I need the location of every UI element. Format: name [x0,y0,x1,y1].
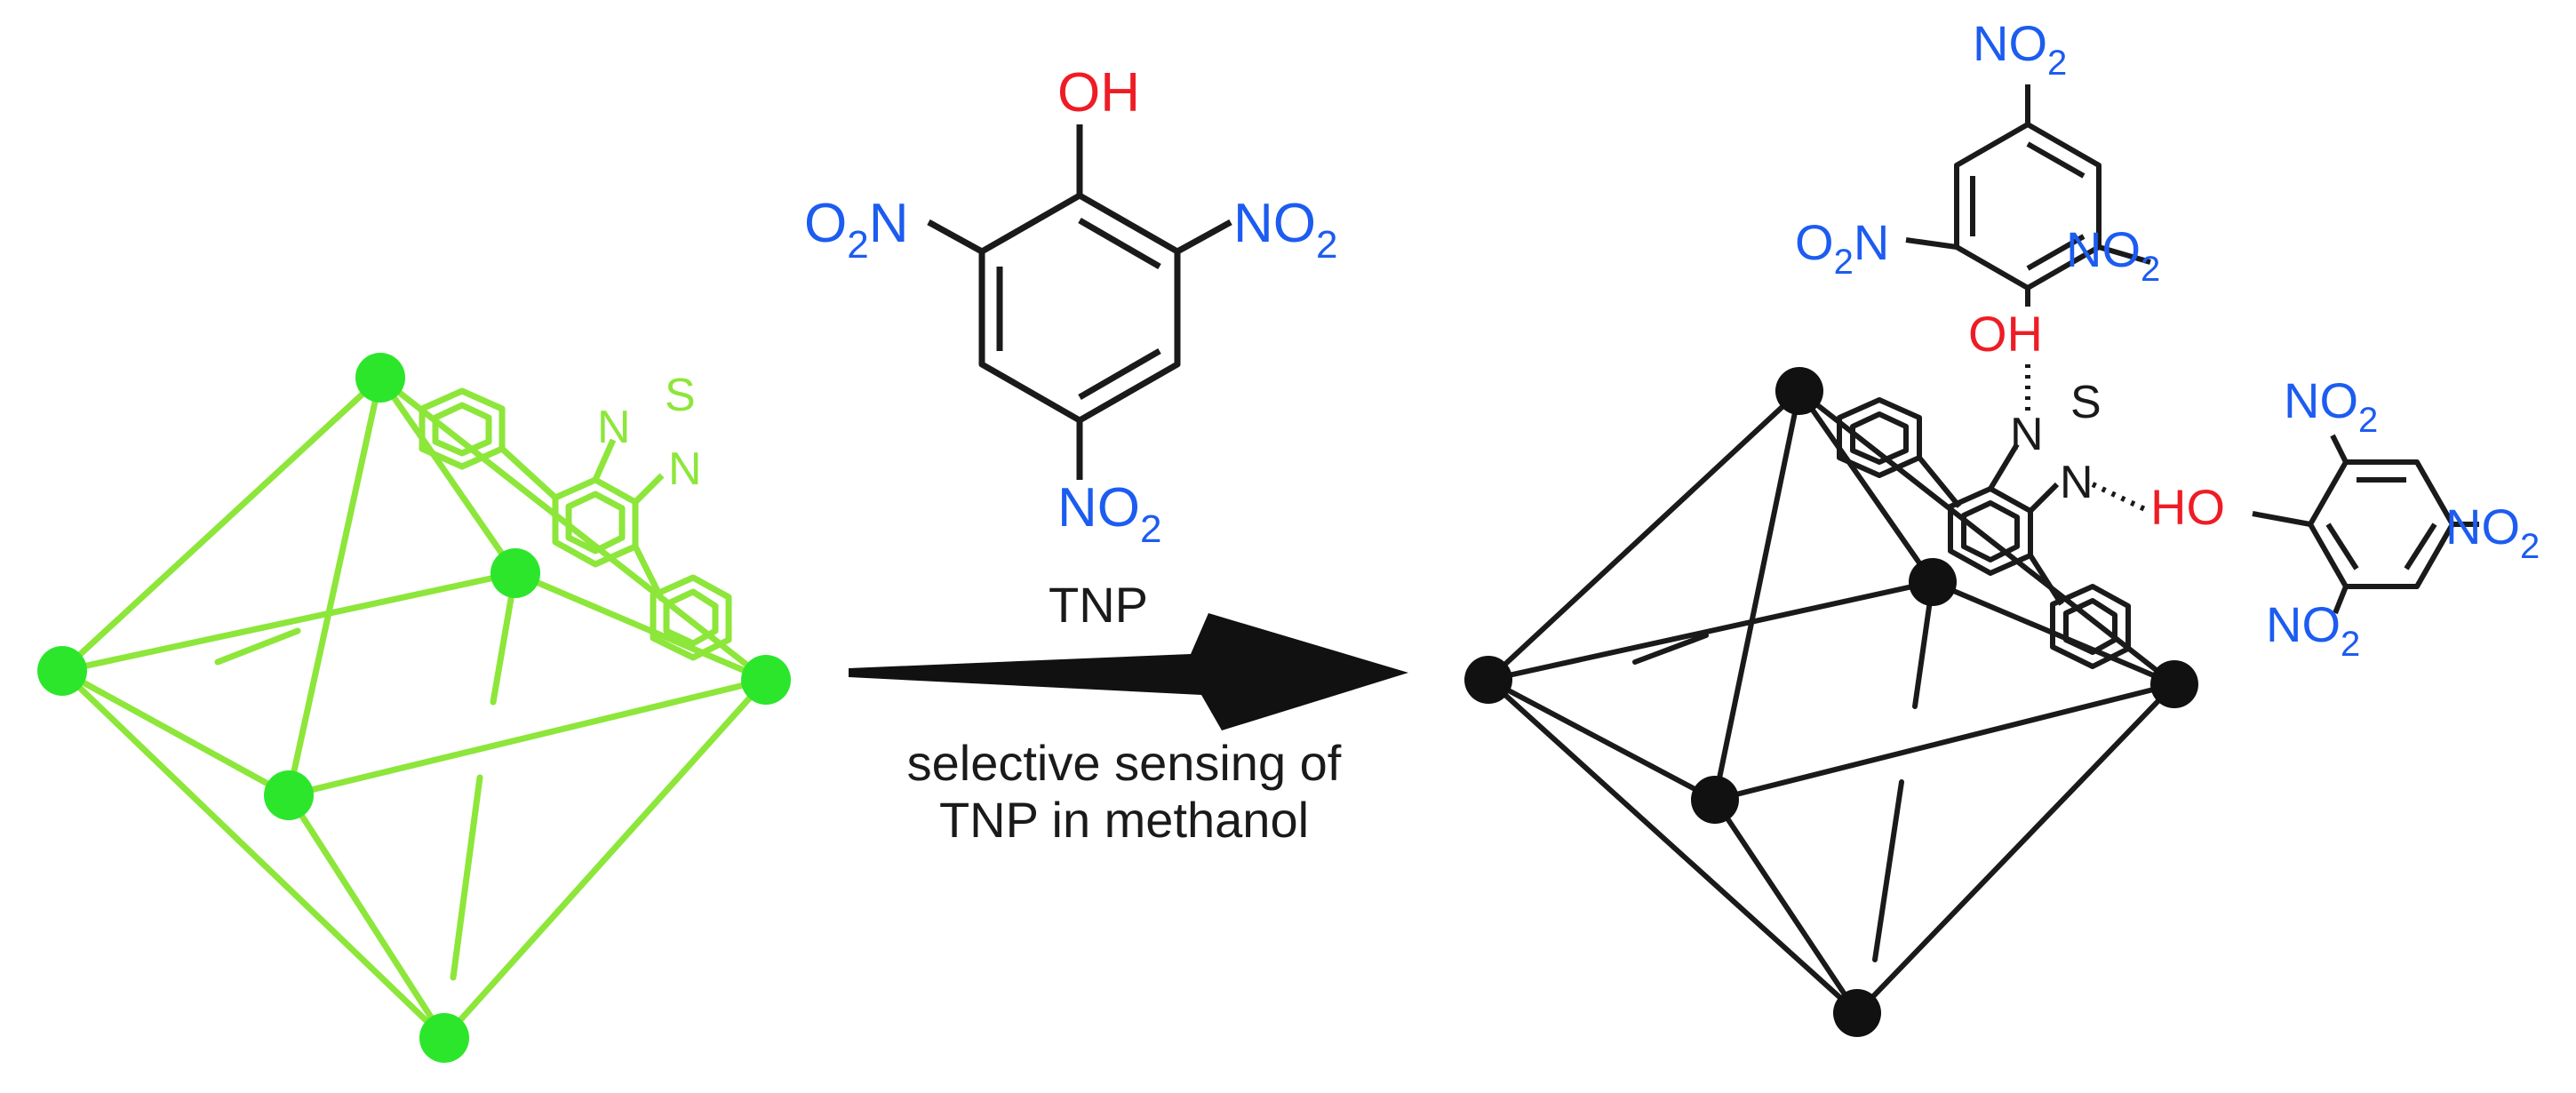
right-s-label: S [2070,377,2101,428]
tnp-no2-right: NO2 [1233,193,1337,267]
right-n1-label: N [2010,409,2044,460]
left-thiadiazole-labels: N S N [597,370,702,495]
top-tnp-no2-right: NO2 [2066,221,2160,289]
bound-tnp-top-labels: NO2 O2N NO2 OH [1795,15,2160,362]
caption-line-2: TNP in methanol [939,792,1309,848]
tnp-no2-bottom: NO2 [1057,477,1161,551]
top-tnp-oh: OH [1968,306,2043,362]
top-tnp-o2n-left: O2N [1795,214,1889,282]
tnp-labels: OH O2N NO2 NO2 TNP [804,62,1337,633]
left-n2-label: N [668,443,702,495]
left-s-label: S [665,370,696,421]
left-btd-linker [419,387,732,661]
top-tnp-no2-top: NO2 [1973,15,2067,83]
tnp-o2n-left: O2N [804,193,909,267]
right-btd-linker [1837,397,2131,669]
right-tnp-no2-top: NO2 [2284,372,2378,440]
right-cage-nodes [1464,367,2198,1037]
right-tnp-no2-right: NO2 [2445,499,2540,566]
tnp-structure [927,124,1232,480]
bound-tnp-right [2252,434,2479,615]
right-thiadiazole-labels: N S N [2010,377,2101,508]
right-n2-label: N [2060,457,2093,508]
hydrogen-bonds [2025,364,2150,514]
right-tnp-no2-bottom: NO2 [2266,596,2360,664]
arrow-caption: selective sensing of TNP in methanol [907,735,1342,848]
bound-tnp-right-labels: HO NO2 NO2 NO2 [2150,372,2540,664]
tnp-oh-label: OH [1057,62,1140,124]
tnp-name-label: TNP [1049,577,1148,633]
right-octahedral-cage [1486,388,2177,1016]
bound-tnp-top [1905,84,2151,307]
left-n1-label: N [597,402,631,453]
caption-line-1: selective sensing of [907,735,1342,791]
left-cage-nodes [37,353,791,1063]
reaction-arrow [849,613,1408,730]
right-tnp-ho: HO [2150,479,2225,535]
